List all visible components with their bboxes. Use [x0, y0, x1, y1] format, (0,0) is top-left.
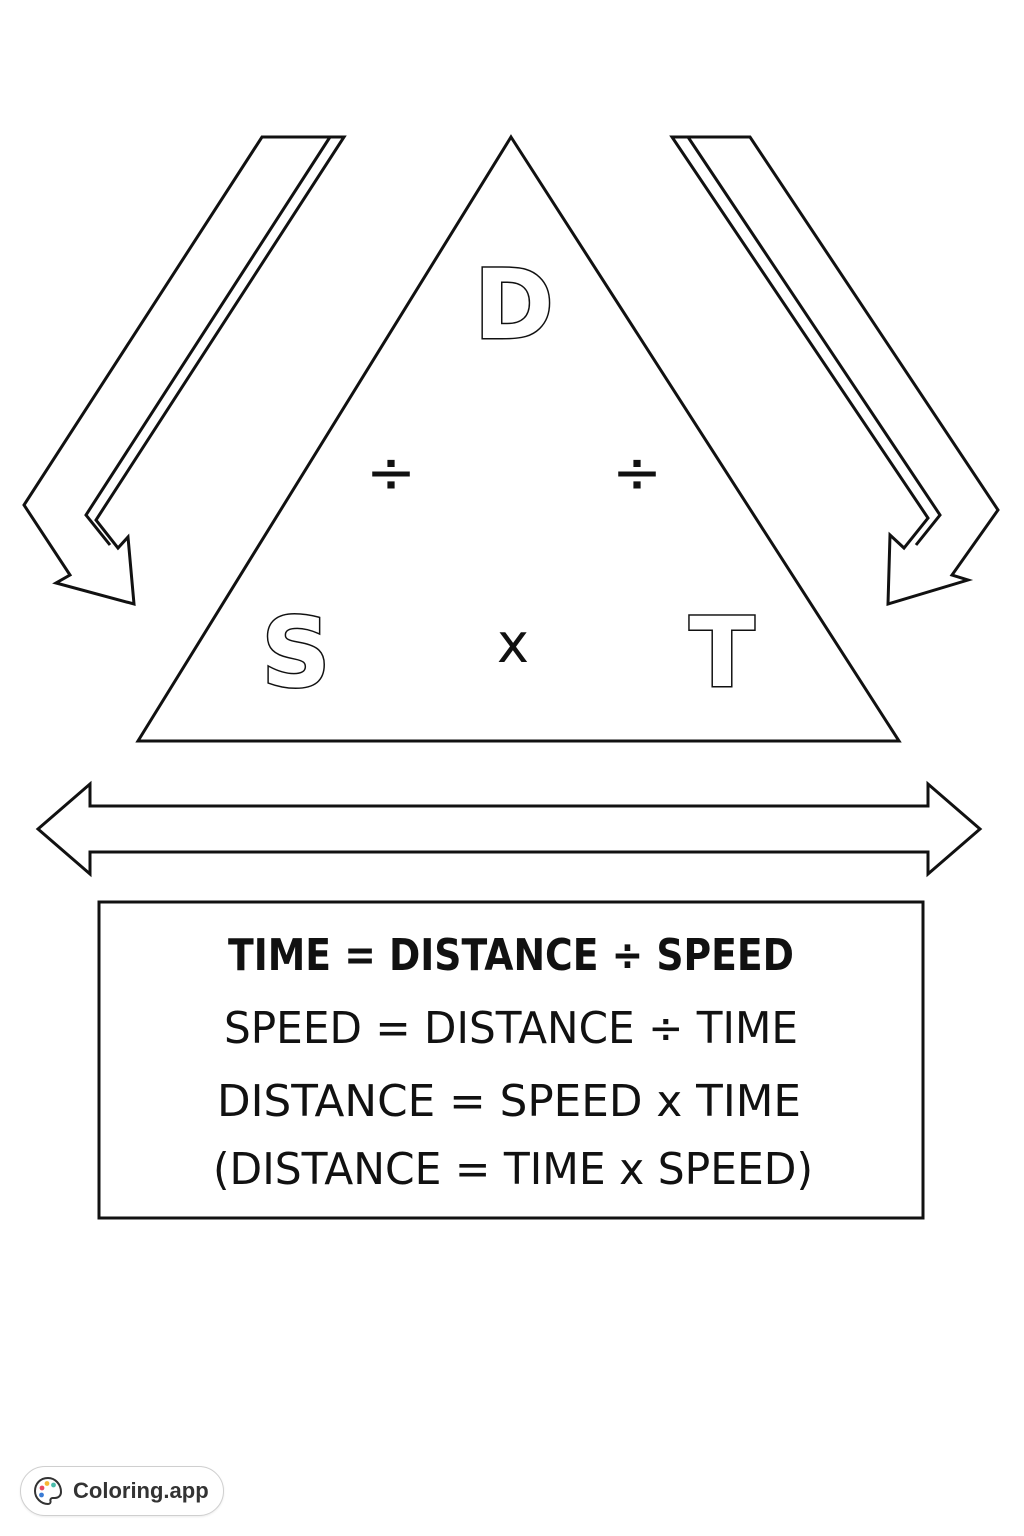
- formula-distance-alt: (DISTANCE = TIME x SPEED): [213, 1144, 813, 1195]
- left-arrow: [22, 135, 347, 607]
- letter-d: D: [474, 249, 554, 361]
- multiply-operator: x: [497, 612, 529, 675]
- letter-s: S: [261, 597, 330, 709]
- left-divide-operator: ÷: [366, 438, 416, 508]
- formula-distance: DISTANCE = SPEED x TIME: [217, 1076, 801, 1127]
- letter-t: T: [689, 597, 754, 709]
- formula-box: [97, 900, 925, 1220]
- palette-icon: [33, 1476, 63, 1506]
- badge-label: Coloring.app: [73, 1478, 209, 1503]
- triangle-outline: [135, 134, 902, 743]
- formula-speed: SPEED = DISTANCE ÷ TIME: [224, 1003, 798, 1054]
- right-arrow: [669, 135, 1000, 607]
- formula-time: TIME = DISTANCE ÷ SPEED: [228, 930, 794, 981]
- right-divide-operator: ÷: [612, 438, 662, 508]
- coloring-app-badge[interactable]: Coloring.app: [20, 1466, 224, 1516]
- double-arrow: [35, 780, 983, 878]
